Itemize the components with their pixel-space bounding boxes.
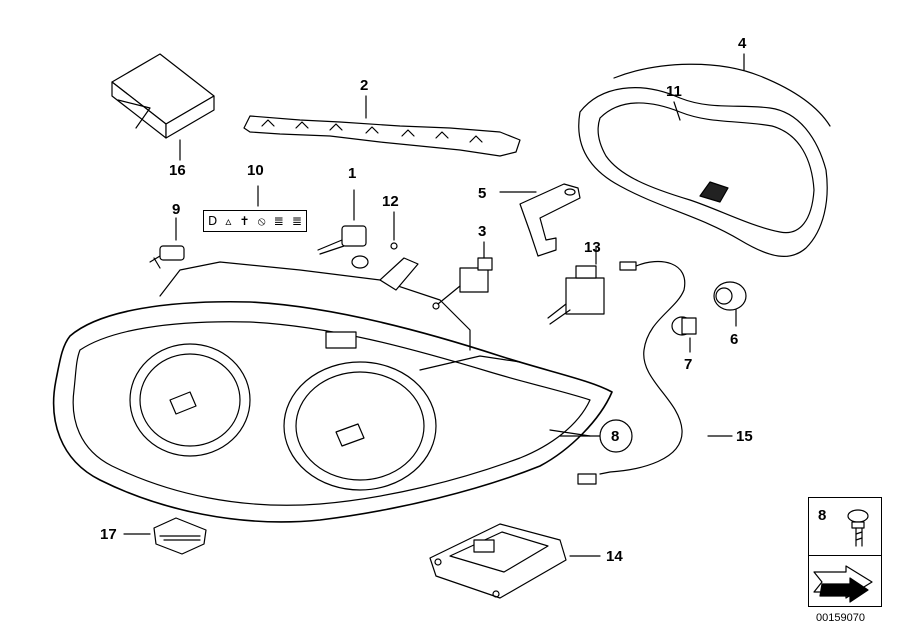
callout-4: 4 xyxy=(738,35,747,52)
legend-divider xyxy=(808,555,882,556)
callout-14: 14 xyxy=(606,548,623,565)
part-16-box xyxy=(111,53,215,161)
warning-label: D ▵ ✝ ⦸ ≣ ≣ xyxy=(203,210,307,232)
legend-number: 8 xyxy=(818,507,827,524)
callout-7: 7 xyxy=(684,356,693,373)
part-17-module xyxy=(123,517,207,555)
part-15-cable xyxy=(577,260,733,485)
part-9-bolt xyxy=(149,217,185,269)
warning-symbol-prohibited: ⦸ xyxy=(257,213,266,228)
callout-6: 6 xyxy=(730,331,739,348)
callout-11: 11 xyxy=(666,83,682,100)
warning-symbol-figure: ✝ xyxy=(239,214,250,228)
warning-symbol-d: D xyxy=(208,214,218,228)
part-7-small-bulb xyxy=(671,316,697,353)
warning-symbol-lines: ≣ xyxy=(273,214,284,228)
callout-8-ring xyxy=(599,419,633,453)
callout-12: 12 xyxy=(382,193,399,210)
callout-3: 3 xyxy=(478,223,487,240)
callout-17: 17 xyxy=(100,526,117,543)
diagram-code: 00159070 xyxy=(816,612,865,624)
legend-screw-icon xyxy=(847,509,869,547)
part-6-socket xyxy=(713,281,747,327)
part-headlight-assembly xyxy=(52,257,613,523)
part-5-holder xyxy=(499,183,581,257)
callout-16: 16 xyxy=(169,162,186,179)
callout-2: 2 xyxy=(360,77,369,94)
part-4-wire xyxy=(613,53,831,127)
warning-symbol-lines-2: ≣ xyxy=(291,214,302,228)
part-11-cover xyxy=(578,87,828,257)
part-12-clip xyxy=(390,211,398,250)
part-1-bulb xyxy=(317,189,369,269)
warning-symbol-triangle: ▵ xyxy=(225,214,232,228)
callout-10: 10 xyxy=(247,162,264,179)
callout-15: 15 xyxy=(736,428,753,445)
callout-1: 1 xyxy=(348,165,357,182)
legend-box xyxy=(808,497,882,607)
callout-8: 8 xyxy=(611,428,620,445)
callout-5: 5 xyxy=(478,185,487,202)
part-13-ignitor xyxy=(547,247,605,325)
callout-9: 9 xyxy=(172,201,181,218)
part-3-actuator xyxy=(432,241,493,310)
part-2-bracket xyxy=(243,95,521,157)
part-14-ballast xyxy=(429,523,601,599)
legend-arrow-icon xyxy=(813,565,873,603)
callout-13: 13 xyxy=(584,239,601,256)
